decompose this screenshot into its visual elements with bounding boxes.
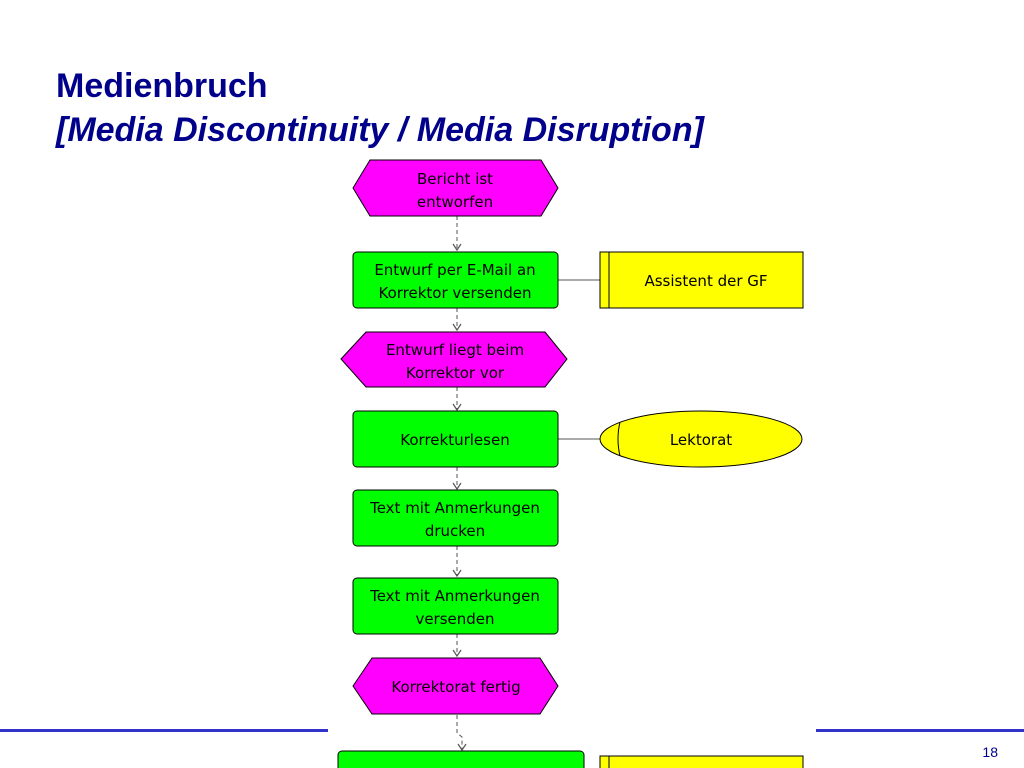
event-bericht-entworfen: Bericht ist entworfen (352, 159, 559, 217)
role-label: Assistent der GF (644, 272, 767, 290)
function-korrekturlesen: Korrekturlesen (352, 410, 559, 468)
event-label-line-2: Korrektor vor (406, 364, 505, 382)
event-label-line-1: Entwurf liegt beim (386, 341, 524, 359)
event-label-line-2: entworfen (417, 193, 493, 211)
page-number: 18 (982, 744, 998, 760)
role-cut-off (599, 755, 804, 768)
title-main: Medienbruch (56, 67, 268, 105)
footer-line-right (816, 729, 1024, 732)
role-label: Lektorat (670, 431, 732, 449)
event-label-line-1: Bericht ist (417, 170, 493, 188)
function-label-line-2: Korrektor versenden (379, 284, 532, 302)
role-lektorat: Lektorat (599, 410, 803, 468)
function-cut-off (337, 750, 585, 768)
title-subtitle: [Media Discontinuity / Media Disruption] (56, 111, 704, 149)
function-label-line-2: drucken (425, 522, 485, 540)
event-korrektorat-fertig: Korrektorat fertig (352, 657, 559, 715)
function-label-line-1: Entwurf per E-Mail an (374, 261, 535, 279)
connector-7 (456, 715, 467, 752)
function-label-line-1: Text mit Anmerkungen (369, 499, 540, 517)
function-label-line-1: Text mit Anmerkungen (369, 587, 540, 605)
function-label-line-2: versenden (415, 610, 494, 628)
function-entwurf-versenden: Entwurf per E-Mail an Korrektor versende… (352, 251, 559, 309)
event-entwurf-beim-korrektor: Entwurf liegt beim Korrektor vor (340, 331, 568, 388)
function-label-line-1: Korrekturlesen (400, 431, 509, 449)
slide-title: Medienbruch [Media Discontinuity / Media… (56, 64, 704, 152)
role-assistent-der-gf: Assistent der GF (599, 251, 804, 309)
function-text-drucken: Text mit Anmerkungen drucken (352, 489, 559, 547)
event-label-line-1: Korrektorat fertig (391, 678, 520, 696)
footer-line-left (0, 729, 328, 732)
function-text-versenden: Text mit Anmerkungen versenden (352, 577, 559, 635)
